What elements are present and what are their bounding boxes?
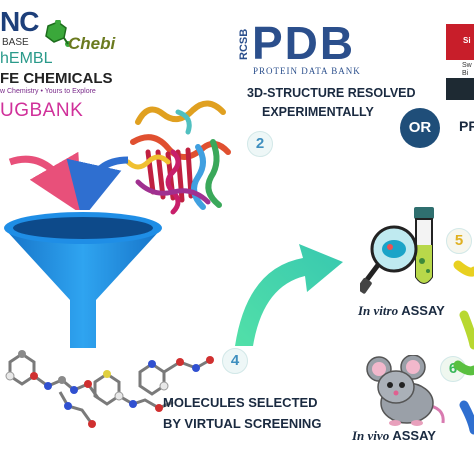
ligand-molecules-image: [5, 350, 214, 428]
lifechemicals-tagline: w Chemistry • Yours to Explore: [0, 88, 96, 95]
protein-structure-image: [125, 100, 231, 215]
in-vivo-mouse-icon: [366, 355, 445, 426]
lifechemicals-logo-text: FE CHEMICALS: [0, 70, 113, 87]
in-vitro-assay-icon: [360, 207, 434, 294]
pdb-caption-line1: 3D-STRUCTURE RESOLVED: [247, 86, 416, 100]
corner-logo-text3: Bi: [462, 70, 469, 77]
corner-logo-text2: Sw: [462, 62, 472, 69]
in-vitro-assay-label: In vitro ASSAY: [358, 303, 445, 319]
in-vitro-italic: In vitro: [358, 303, 399, 318]
screening-caption-line2: BY VIRTUAL SCREENING: [163, 416, 322, 431]
pink-arrow: [8, 151, 82, 210]
in-vivo-italic: In vivo: [352, 428, 390, 443]
corner-logo-red: [446, 24, 474, 60]
in-vitro-rest: ASSAY: [398, 303, 445, 318]
pr-label-cut: PR: [459, 118, 474, 134]
step-number-2: 2: [247, 131, 273, 157]
drugbank-logo: UGBANK: [0, 100, 84, 121]
step-number-4: 4: [222, 348, 248, 374]
zinc-logo: NC: [0, 6, 39, 38]
zinc-logo-text: NC: [0, 6, 39, 37]
teal-progress-arrow: [235, 244, 343, 346]
right-edge-arrows: [453, 260, 474, 435]
screening-caption-line1: MOLECULES SELECTED: [163, 395, 318, 410]
blue-arrow: [66, 156, 129, 210]
lifechemicals-logo: FE CHEMICALS: [0, 70, 113, 88]
chembl-logo: hEMBL: [0, 50, 53, 67]
in-vivo-assay-label: In vivo ASSAY: [352, 428, 436, 444]
or-badge: OR: [400, 108, 440, 148]
rcsb-label: RCSB: [238, 28, 250, 60]
chebi-logo-text: Chebi: [68, 34, 116, 53]
source-arrows: [8, 151, 129, 210]
in-vivo-rest: ASSAY: [389, 428, 436, 443]
step-number-5: 5: [446, 228, 472, 254]
corner-logo-dark: [446, 78, 474, 100]
pdb-subtitle: PROTEIN DATA BANK: [253, 66, 361, 76]
zinc-subtext: BASE: [2, 37, 29, 48]
corner-logo-text1: Si: [463, 36, 471, 45]
funnel-icon: [4, 212, 162, 348]
chebi-logo: Chebi: [38, 20, 115, 60]
chebi-molecule-icon: [45, 20, 71, 47]
pdb-logo: PDB: [252, 17, 356, 69]
pdb-caption-line2: EXPERIMENTALLY: [262, 105, 374, 119]
